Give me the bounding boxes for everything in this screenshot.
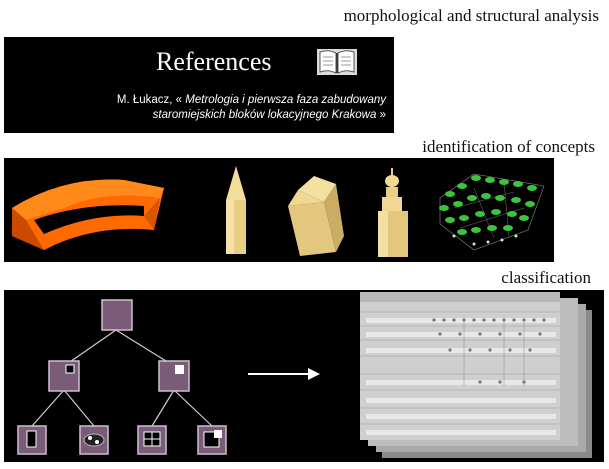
orange-city-block-model <box>12 179 164 250</box>
classification-table-stack <box>360 292 592 458</box>
open-book-icon <box>317 49 357 75</box>
references-panel: References M. Łukacz, « Metrologia i pie… <box>4 37 394 133</box>
box-building-model <box>288 176 344 256</box>
references-heading: References <box>156 47 272 76</box>
tree-leaf-3 <box>137 425 167 455</box>
ornate-tower-model <box>378 168 408 257</box>
tree-root-node <box>101 299 133 331</box>
tree-leaf-4 <box>197 425 227 455</box>
concepts-panel <box>4 158 554 262</box>
tree-leaf-2 <box>79 425 109 455</box>
morphological-analysis-title: morphological and structural analysis <box>343 6 599 25</box>
citation-author: M. Łukacz, « <box>116 94 183 106</box>
classification-panel <box>4 290 604 462</box>
green-point-structure-model <box>439 173 545 251</box>
citation-close: » <box>379 109 386 121</box>
classification-title: classification <box>501 268 591 287</box>
tree-leaf-1 <box>17 425 47 455</box>
tree-node-right <box>158 360 190 392</box>
tall-tower-model <box>226 166 246 254</box>
tree-node-left <box>48 360 80 392</box>
tree-edges <box>31 329 213 427</box>
identification-of-concepts-title: identification of concepts <box>422 137 595 156</box>
citation-title-line2: staromiejskich bloków lokacyjnego Krakow… <box>152 109 377 121</box>
reference-citation: M. Łukacz, « Metrologia i pierwsza faza … <box>34 93 386 123</box>
right-arrow-icon <box>248 368 320 380</box>
citation-title-line1: Metrologia i pierwsza faza zabudowany <box>185 94 386 106</box>
